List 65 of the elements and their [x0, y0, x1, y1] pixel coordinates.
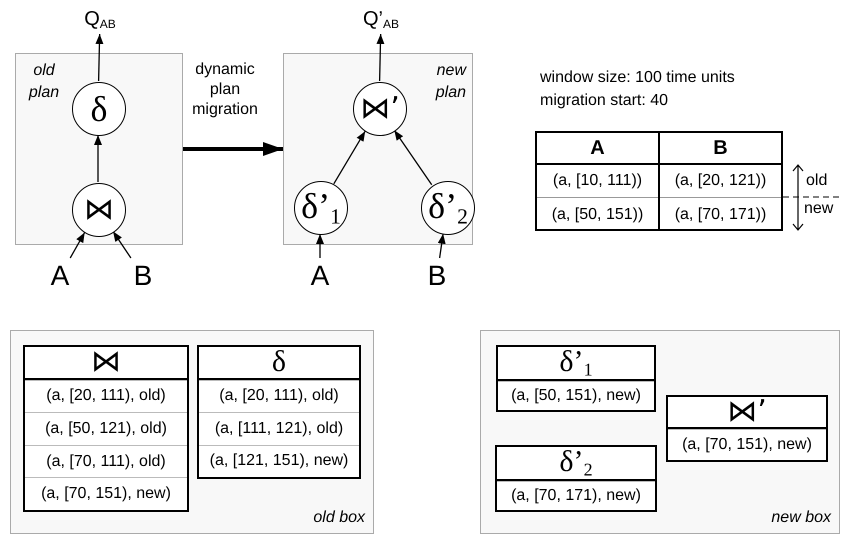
table-cell-text: (a, [50, 151)) — [550, 205, 644, 225]
arrow — [316, 234, 324, 258]
arrow — [70, 232, 86, 258]
operator-symbol: δ — [90, 91, 108, 127]
state-table — [666, 395, 828, 462]
table-cell: (a, [121, 151), new) — [199, 444, 359, 477]
state-table — [23, 345, 189, 512]
plan-panel — [15, 53, 183, 245]
table-cell: (a, [50, 121), old) — [25, 412, 187, 445]
table-cell-text: (a, [20, 121)) — [674, 171, 768, 191]
arrow — [112, 231, 132, 258]
note-text: migration start: 40 — [540, 92, 668, 110]
state-table — [496, 345, 656, 412]
arrow — [183, 142, 283, 156]
table-header: A — [589, 136, 606, 160]
panel-title: new plan — [434, 61, 466, 103]
stream-name: A — [310, 260, 330, 292]
table-header: δ’$_{2}$ — [559, 447, 593, 478]
arrow — [94, 135, 102, 182]
table-cell-text: (a, [10, 111)) — [552, 171, 644, 191]
table-header: B — [712, 136, 729, 160]
table-cell: (a, [50, 151), new) — [498, 380, 654, 410]
region-label: old — [806, 172, 828, 190]
arrow — [333, 130, 366, 184]
stream-name: Q’$_{AB}$ — [362, 8, 399, 30]
table-cell-text: (a, [70, 171)) — [674, 205, 768, 225]
stream-name: Q$_{AB}$ — [84, 8, 116, 30]
operator-symbol: δ’$_{1}$ — [301, 188, 341, 228]
operator-circle — [353, 82, 407, 136]
plan-panel — [480, 330, 840, 534]
table-header: ⋈’ — [727, 397, 767, 427]
table-header: δ — [272, 347, 286, 378]
arrow — [376, 34, 384, 82]
state-table — [197, 345, 361, 479]
operator-symbol: ⋈’ — [360, 94, 400, 124]
note-text: window size: 100 time units — [540, 69, 735, 87]
table-cell: (a, [70, 151), new) — [25, 477, 187, 510]
operator-circle — [294, 181, 348, 235]
region-label: new — [804, 200, 834, 218]
table-cell: (a, [20, 111), old) — [199, 380, 359, 412]
arrow — [394, 130, 432, 186]
table-cell: (a, [70, 111), old) — [25, 444, 187, 478]
operator-circle — [421, 181, 475, 235]
operator-circle — [72, 183, 126, 237]
operator-circle — [72, 82, 126, 136]
stream-name: B — [134, 260, 152, 292]
panel-title: old plan — [28, 61, 60, 103]
table-cell: (a, [70, 151), new) — [668, 429, 826, 460]
table-header: δ’$_{1}$ — [559, 347, 593, 378]
arrow — [438, 234, 446, 258]
state-table — [495, 445, 657, 512]
plan-panel — [283, 53, 473, 245]
edge-label: dynamic plan migration — [190, 60, 260, 120]
panel-title: new box — [771, 508, 831, 528]
stream-name: A — [50, 260, 70, 292]
operator-symbol: δ’$_{2}$ — [428, 188, 468, 228]
table-cell: (a, [111, 121), old) — [199, 412, 359, 444]
arrow — [95, 34, 104, 82]
table-cell: (a, [70, 171), new) — [497, 480, 655, 510]
stream-name: B — [428, 260, 446, 292]
table-header: ⋈ — [91, 347, 121, 378]
table-cell: (a, [20, 111), old) — [25, 380, 187, 412]
plan-panel — [10, 330, 374, 534]
panel-title: old box — [313, 508, 365, 528]
operator-symbol: ⋈ — [84, 195, 114, 225]
